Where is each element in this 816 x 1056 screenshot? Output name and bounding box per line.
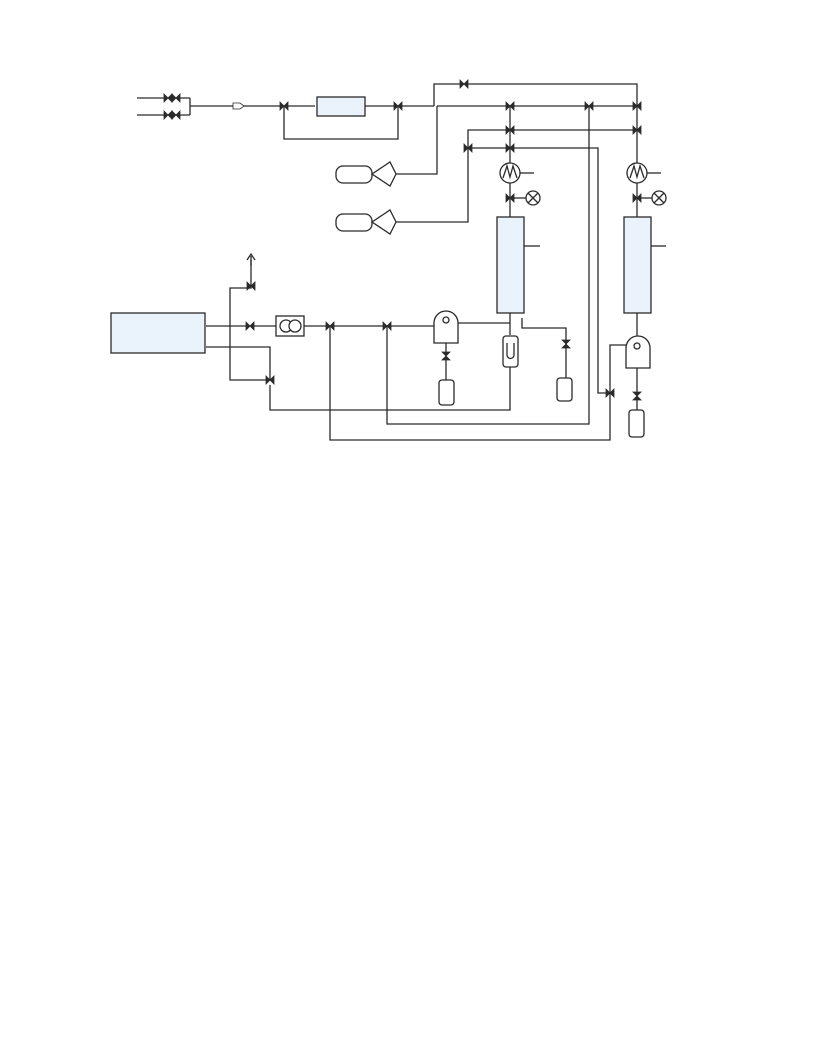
preheater-1 [499,162,534,184]
liquid-receiver-2 [556,377,573,402]
reactor-column-1 [496,216,525,314]
gas-cylinder-2 [335,209,397,235]
diagram-background [108,75,673,443]
gas-cylinder-1 [335,161,397,187]
separator-1 [433,310,459,344]
filter-box [316,96,366,117]
reactor-column-2 [623,216,652,314]
separator-2 [625,335,651,369]
cold-trap [502,335,519,368]
flow-meter [275,315,305,337]
liquid-receiver-3 [628,409,645,438]
vent-arrow-icon [246,252,256,266]
valve-set [163,79,642,401]
pipe-network [137,83,638,441]
liquid-receiver-1 [438,379,455,406]
analyzer-box [110,312,206,354]
preheater-2 [626,162,661,184]
